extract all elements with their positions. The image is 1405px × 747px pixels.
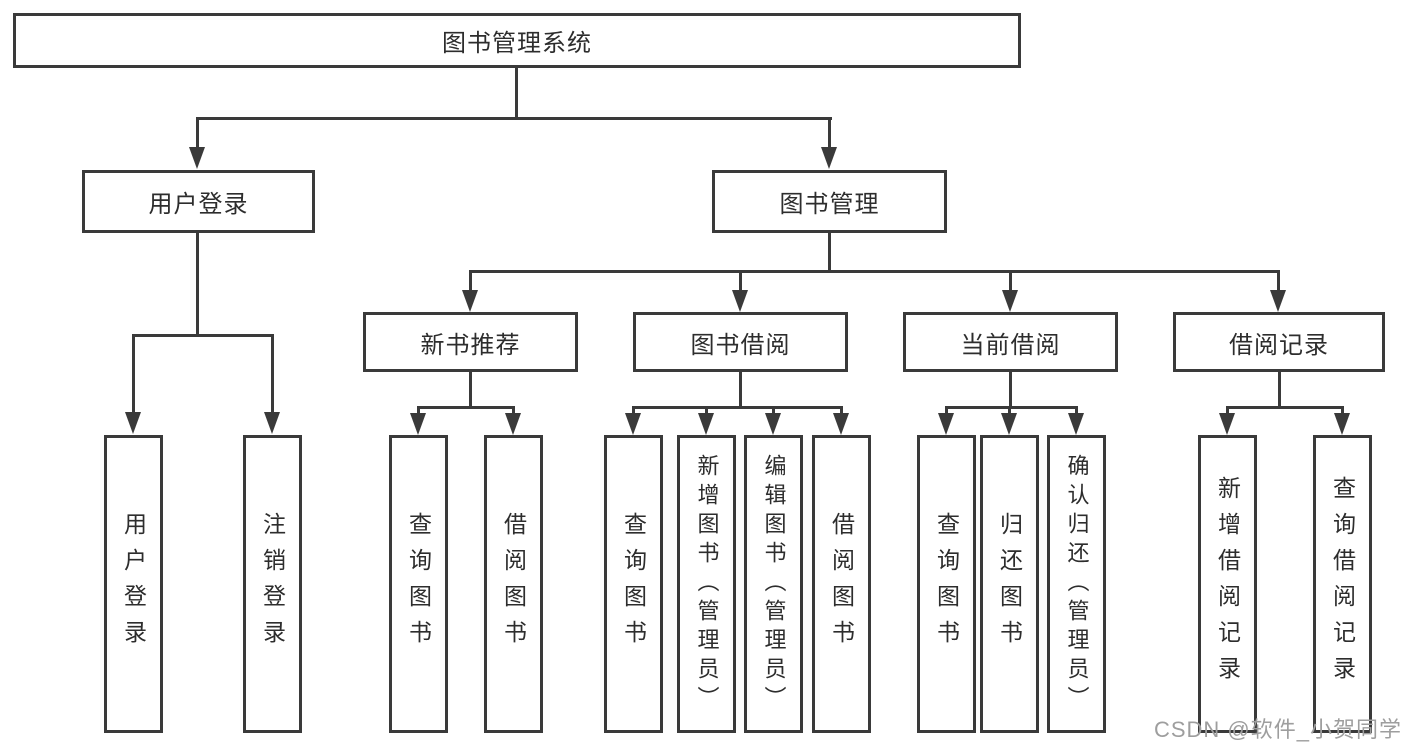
leaf-query-borrow-record: 查询借阅记录	[1313, 435, 1372, 733]
connector-line	[469, 372, 472, 407]
connector-line	[469, 270, 472, 292]
connector-line	[1009, 372, 1012, 407]
connector-line	[739, 270, 742, 292]
node-root-label: 图书管理系统	[442, 30, 592, 57]
connector-line	[705, 406, 708, 415]
arrow-down-icon	[1068, 413, 1084, 435]
connector-line	[945, 406, 1078, 409]
leaf-return-book-label: 归还图书	[996, 512, 1023, 656]
connector-line	[196, 233, 199, 335]
node-new-book-recommend-label: 新书推荐	[420, 331, 521, 359]
connector-line	[417, 406, 515, 409]
arrow-down-icon	[625, 413, 641, 435]
connector-line	[1226, 406, 1229, 415]
node-current-borrow: 当前借阅	[903, 312, 1118, 372]
leaf-edit-book-admin-label: 编辑图书（管理员）	[761, 453, 787, 715]
arrow-down-icon	[410, 413, 426, 435]
connector-line	[1226, 406, 1344, 409]
connector-line	[469, 270, 1280, 273]
node-new-book-recommend: 新书推荐	[363, 312, 578, 372]
connector-line	[1278, 372, 1281, 407]
arrow-down-icon	[125, 412, 141, 434]
connector-line	[417, 406, 420, 415]
leaf-query-books-current-label: 查询图书	[933, 512, 960, 656]
connector-line	[196, 117, 832, 120]
leaf-edit-book-admin: 编辑图书（管理员）	[744, 435, 803, 733]
arrow-down-icon	[938, 413, 954, 435]
leaf-confirm-return-admin: 确认归还（管理员）	[1047, 435, 1106, 733]
arrow-down-icon	[821, 147, 837, 169]
arrow-down-icon	[698, 413, 714, 435]
connector-line	[196, 117, 199, 149]
connector-line	[512, 406, 515, 415]
leaf-borrow-books-borrow: 借阅图书	[812, 435, 871, 733]
node-user-login: 用户登录	[82, 170, 315, 233]
leaf-add-borrow-record-label: 新增借阅记录	[1214, 476, 1241, 692]
connector-line	[271, 334, 274, 414]
arrow-down-icon	[462, 290, 478, 312]
arrow-down-icon	[1002, 290, 1018, 312]
watermark: CSDN @软件_小贺同学	[1153, 717, 1402, 742]
connector-line	[1009, 270, 1012, 292]
arrow-down-icon	[1001, 413, 1017, 435]
leaf-add-book-admin-label: 新增图书（管理员）	[694, 453, 720, 715]
node-current-borrow-label: 当前借阅	[960, 331, 1061, 359]
leaf-borrow-books-recommend-label: 借阅图书	[500, 512, 527, 656]
connector-line	[772, 406, 775, 415]
node-borrow-records-label: 借阅记录	[1229, 331, 1329, 359]
leaf-query-books-current: 查询图书	[917, 435, 976, 733]
node-book-borrow-label: 图书借阅	[690, 331, 791, 359]
connector-line	[132, 334, 135, 414]
connector-line	[1008, 406, 1011, 415]
connector-line	[1075, 406, 1078, 415]
node-book-management: 图书管理	[712, 170, 947, 233]
arrow-down-icon	[505, 413, 521, 435]
leaf-user-login: 用户登录	[104, 435, 163, 733]
leaf-query-books-borrow-label: 查询图书	[620, 512, 647, 656]
leaf-user-login-label: 用户登录	[120, 512, 147, 656]
connector-line	[828, 117, 831, 149]
leaf-query-books-recommend: 查询图书	[389, 435, 448, 733]
arrow-down-icon	[1334, 413, 1350, 435]
arrow-down-icon	[1270, 290, 1286, 312]
arrow-down-icon	[264, 412, 280, 434]
connector-line	[632, 406, 843, 409]
connector-line	[945, 406, 948, 415]
arrow-down-icon	[833, 413, 849, 435]
connector-line	[515, 68, 518, 118]
leaf-return-book: 归还图书	[980, 435, 1039, 733]
node-borrow-records: 借阅记录	[1173, 312, 1385, 372]
connector-line	[1341, 406, 1344, 415]
node-user-login-label: 用户登录	[148, 191, 249, 218]
node-book-management-label: 图书管理	[779, 191, 880, 218]
leaf-query-books-recommend-label: 查询图书	[405, 512, 432, 656]
connector-line	[739, 372, 742, 407]
leaf-add-book-admin: 新增图书（管理员）	[677, 435, 736, 733]
leaf-query-borrow-record-label: 查询借阅记录	[1329, 476, 1356, 692]
leaf-logout: 注销登录	[243, 435, 302, 733]
leaf-borrow-books-recommend: 借阅图书	[484, 435, 543, 733]
connector-line	[632, 406, 635, 415]
connector-line	[1277, 270, 1280, 292]
leaf-confirm-return-admin-label: 确认归还（管理员）	[1064, 453, 1090, 715]
connector-line	[132, 334, 274, 337]
leaf-logout-label: 注销登录	[259, 512, 286, 656]
connector-line	[840, 406, 843, 415]
leaf-borrow-books-borrow-label: 借阅图书	[828, 512, 855, 656]
connector-line	[828, 233, 831, 271]
node-root: 图书管理系统	[13, 13, 1021, 68]
arrow-down-icon	[189, 147, 205, 169]
node-book-borrow: 图书借阅	[633, 312, 848, 372]
arrow-down-icon	[732, 290, 748, 312]
leaf-query-books-borrow: 查询图书	[604, 435, 663, 733]
arrow-down-icon	[1219, 413, 1235, 435]
leaf-add-borrow-record: 新增借阅记录	[1198, 435, 1257, 733]
arrow-down-icon	[765, 413, 781, 435]
